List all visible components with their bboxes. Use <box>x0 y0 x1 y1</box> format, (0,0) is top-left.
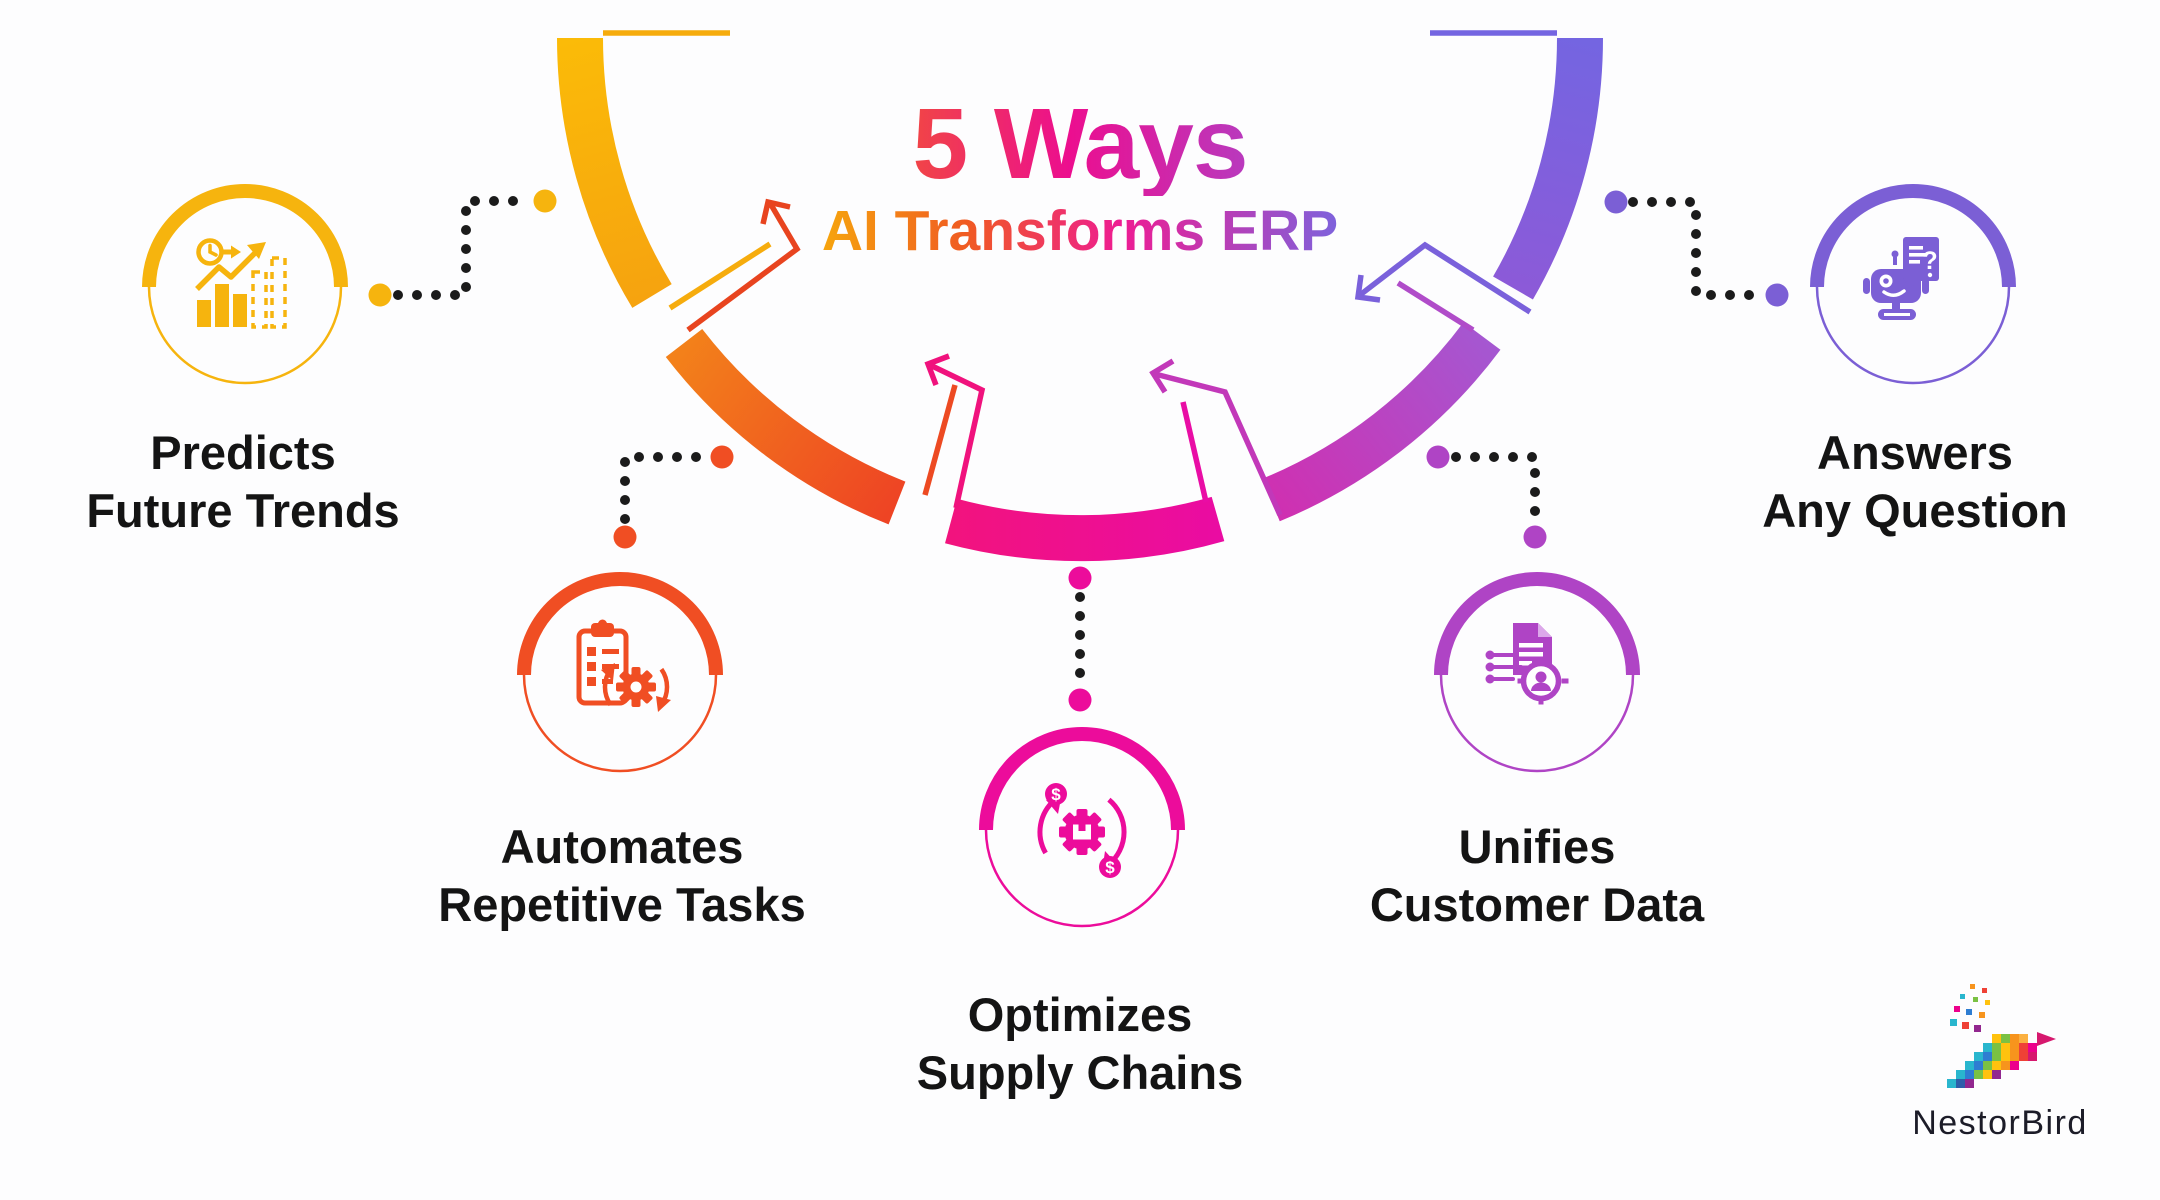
arc-segment-unifies <box>1262 322 1501 522</box>
arrowhead-orchid-icon <box>1149 358 1175 394</box>
label-line: Any Question <box>1762 484 2068 537</box>
forecast-chart-icon <box>195 238 287 329</box>
label-line: Predicts <box>150 426 336 479</box>
segmented-arc <box>557 37 1603 562</box>
arc-segment-answers <box>1493 37 1603 300</box>
arc-segment-optimizes <box>945 496 1225 562</box>
arc-segment-predicts <box>557 37 672 308</box>
connector-unifies <box>1451 452 1540 524</box>
badge-arc-automates <box>517 572 723 676</box>
supply-cycle-icon: $ $ <box>1037 783 1127 878</box>
label-line: Supply Chains <box>916 1046 1244 1099</box>
badge-arc-predicts <box>142 184 348 288</box>
fold-line-pink <box>1180 401 1209 503</box>
badge-arc-answers <box>1810 184 2016 288</box>
fold-line-yellow <box>668 241 772 311</box>
arrowhead-orange-icon <box>760 198 791 225</box>
title-block: 5 Ways AI Transforms ERP <box>822 92 1338 263</box>
page-subtitle: AI Transforms ERP <box>821 199 1339 263</box>
fold-arrow-purple <box>1358 241 1532 315</box>
icon-badges: $ $ <box>142 184 2016 928</box>
arrowhead-pink-icon <box>924 353 950 386</box>
document-customer-icon <box>1485 623 1569 705</box>
connector-answers <box>1628 197 1764 300</box>
gap-arrows <box>668 198 1532 517</box>
label-automates: Automates Repetitive Tasks <box>438 818 805 934</box>
fold-line-orange <box>922 384 958 496</box>
clipboard-gear-icon <box>576 619 671 712</box>
nestorbird-logo-icon <box>1947 984 2056 1088</box>
label-line: Automates <box>500 820 744 873</box>
dollar-coin-glyph: $ <box>1105 858 1115 877</box>
label-line: Optimizes <box>967 988 1193 1041</box>
dollar-coin-glyph: $ <box>1051 785 1061 804</box>
question-mark-glyph: ? <box>1922 247 1937 275</box>
connector-automates <box>620 452 709 524</box>
label-answers: Answers Any Question <box>1762 424 2068 540</box>
label-line: Future Trends <box>86 484 400 537</box>
dotted-connectors <box>393 196 1764 687</box>
label-line: Customer Data <box>1369 878 1705 931</box>
label-optimizes: Optimizes Supply Chains <box>917 986 1243 1102</box>
arc-segment-automates <box>665 328 906 525</box>
fold-arrow-pink <box>928 362 986 509</box>
arrowhead-purple-icon <box>1354 274 1381 303</box>
page-title: 5 Ways <box>822 92 1338 196</box>
chatbot-question-icon: ? <box>1863 237 1939 320</box>
fold-arrow-orchid <box>1154 371 1283 517</box>
fold-line-orchid <box>1396 280 1475 333</box>
label-unifies: Unifies Customer Data <box>1370 818 1704 934</box>
label-line: Answers <box>1817 426 2013 479</box>
fold-arrow-orange <box>686 201 801 333</box>
badge-arc-unifies <box>1434 572 1640 676</box>
label-line: Repetitive Tasks <box>438 878 806 931</box>
brand-name: NestorBird <box>1912 1104 2088 1142</box>
connector-end-dots <box>368 189 1789 712</box>
badge-arc-optimizes <box>979 727 1185 831</box>
label-predicts: Predicts Future Trends <box>86 424 399 540</box>
connector-predicts <box>393 196 531 300</box>
label-line: Unifies <box>1458 820 1616 873</box>
